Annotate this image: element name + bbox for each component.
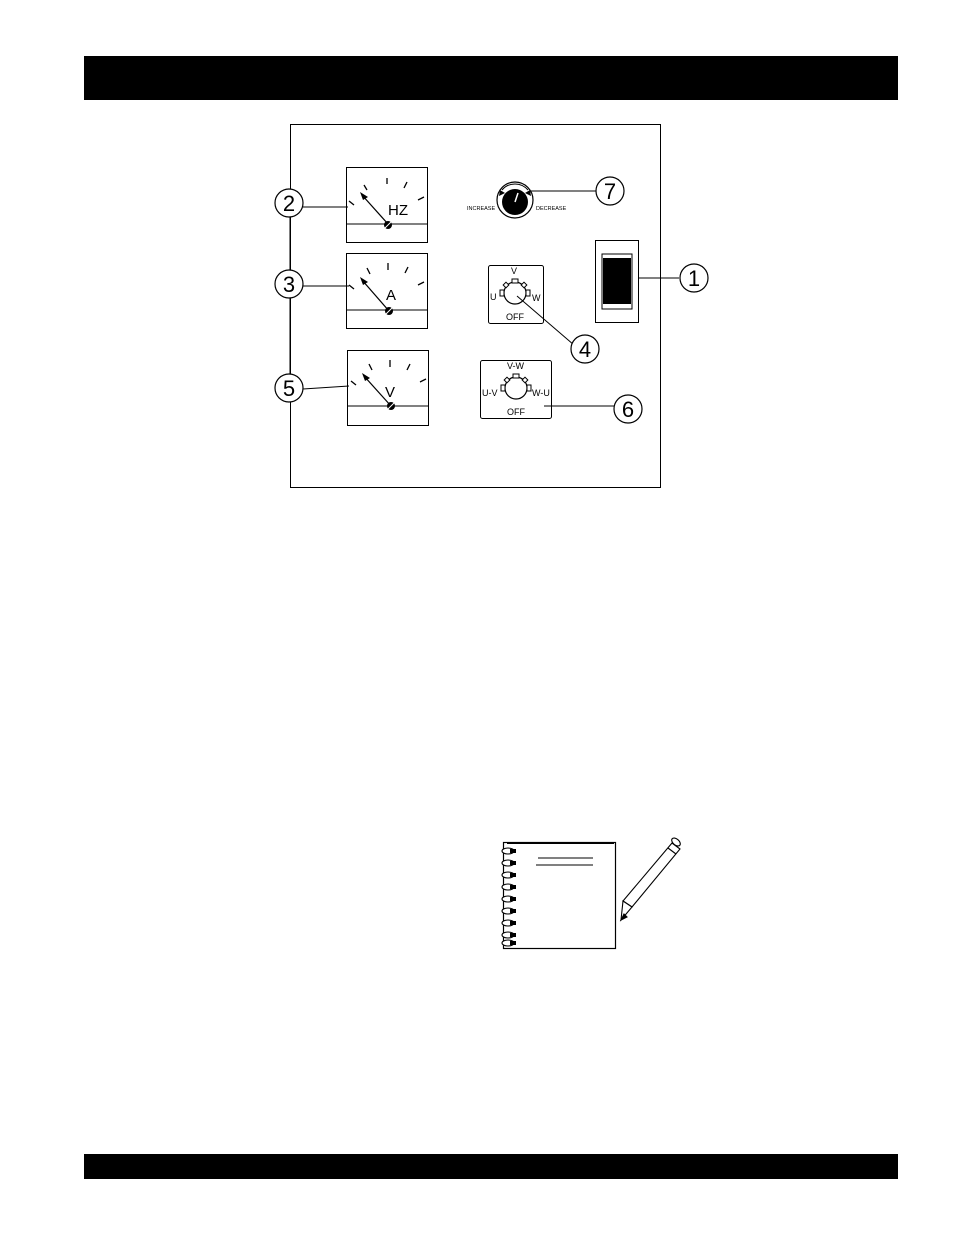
meter-unit-label: V	[385, 384, 395, 401]
callout-3: 3	[275, 270, 303, 298]
selector-bottom-label: OFF	[507, 407, 525, 417]
voltage-adjust-knob[interactable]: INCREASE DECREASE	[467, 182, 567, 218]
ammeter: A	[346, 254, 428, 329]
svg-text:4: 4	[579, 337, 591, 362]
control-panel-diagram: HZ A V INCREASE	[0, 0, 954, 520]
selector-left-label: U-V	[482, 388, 498, 398]
ammeter-phase-selector[interactable]: V U W OFF	[489, 266, 544, 324]
svg-text:2: 2	[283, 191, 295, 216]
pencil-icon	[621, 836, 682, 920]
footer-bar	[84, 1154, 898, 1179]
spiral-notebook-icon	[502, 843, 616, 949]
selector-top-label: V-W	[507, 361, 525, 371]
voltmeter: V	[347, 351, 429, 426]
meter-unit-label: HZ	[388, 202, 408, 219]
svg-text:7: 7	[604, 179, 616, 204]
svg-text:1: 1	[688, 266, 700, 291]
callout-6: 6	[614, 395, 642, 423]
svg-text:6: 6	[622, 397, 634, 422]
knob-decrease-label: DECREASE	[536, 206, 567, 212]
svg-text:3: 3	[283, 272, 295, 297]
callout-4: 4	[571, 335, 599, 363]
selector-right-label: W	[532, 293, 541, 303]
voltmeter-phase-selector[interactable]: V-W U-V W-U OFF	[481, 361, 552, 419]
selector-left-label: U	[490, 292, 497, 302]
meter-unit-label: A	[386, 287, 396, 304]
callout-2: 2	[275, 189, 303, 217]
selector-top-label: V	[511, 266, 517, 276]
svg-text:5: 5	[283, 376, 295, 401]
rocker-switch-icon	[603, 258, 631, 304]
main-circuit-breaker-switch[interactable]	[596, 241, 639, 323]
knob-increase-label: INCREASE	[467, 206, 495, 212]
selector-bottom-label: OFF	[506, 312, 524, 322]
selector-right-label: W-U	[532, 388, 550, 398]
callout-7: 7	[596, 177, 624, 205]
frequency-meter: HZ	[346, 168, 428, 243]
callout-1: 1	[680, 264, 708, 292]
callout-5: 5	[275, 374, 303, 402]
